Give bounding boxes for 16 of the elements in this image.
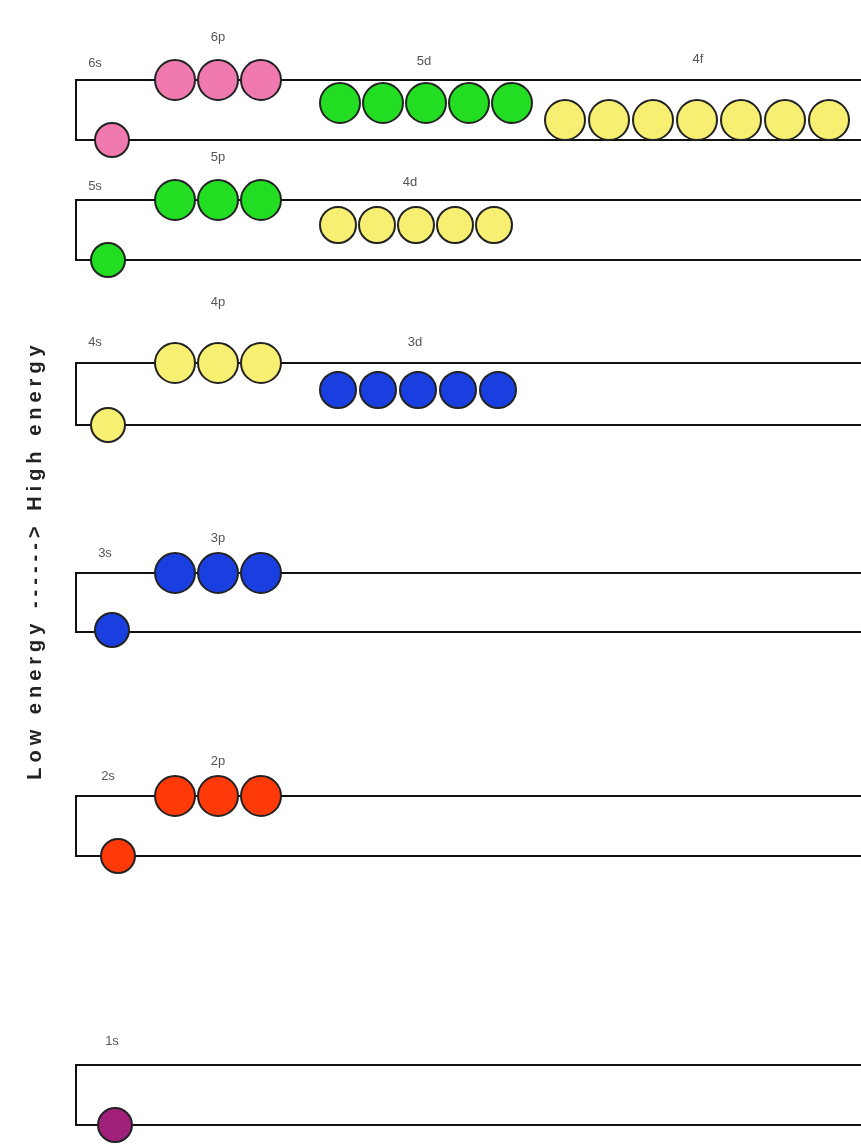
sublevel-label: 3s (98, 544, 112, 560)
sublevel-label: 6p (210, 28, 226, 44)
sublevel-label: 1s (105, 1032, 119, 1048)
energy-axis-label: Low energy ------> High energy (22, 340, 46, 780)
sublevel-label: 3d (407, 333, 423, 349)
sublevel-label: 5d (416, 52, 432, 68)
sublevel-label: 3p (210, 529, 226, 545)
sublevel-label: 4p (210, 293, 226, 309)
sublevel-label: 4d (402, 173, 418, 189)
sublevel-label: 5p (210, 148, 226, 164)
sublevel-label: 4f (692, 50, 704, 66)
sublevel-label: 5s (88, 177, 102, 193)
sublevel-label: 2s (101, 767, 115, 783)
sublevel-label: 6s (88, 54, 102, 70)
sublevel-label: 2p (210, 752, 226, 768)
sublevel-label: 4s (88, 333, 102, 349)
